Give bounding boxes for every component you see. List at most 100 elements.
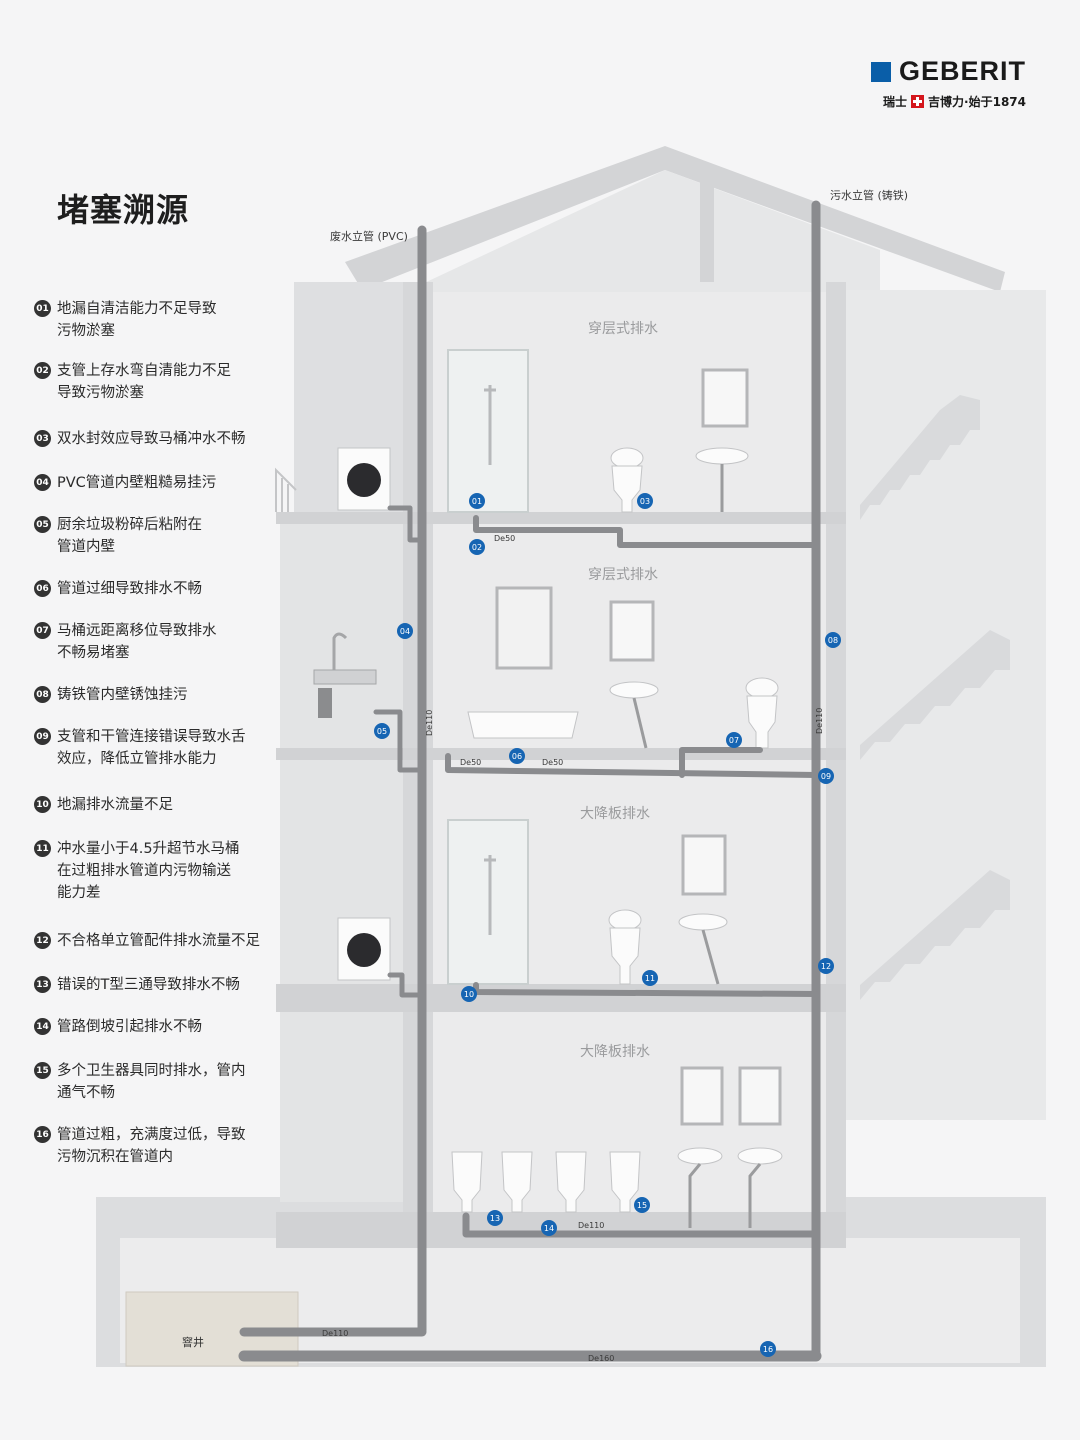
problem-marker-number: 15 <box>637 1201 647 1210</box>
cause-text-line: 管道内壁 <box>57 539 115 555</box>
mirror-f4-b <box>738 1066 782 1126</box>
cause-text-line: 地漏排水流量不足 <box>57 797 173 813</box>
branch-f3-wm <box>387 972 425 998</box>
cause-text: 地漏自清洁能力不足导致污物淤塞 <box>57 298 217 342</box>
diagram-labels: 废水立管 (PVC) 污水立管 (铸铁) 穿层式排水 穿层式排水 大降板排水 大… <box>182 188 908 1363</box>
problem-marker-circle <box>634 1197 650 1213</box>
mirror-f2 <box>609 600 655 662</box>
pit-label: 窨井 <box>182 1335 204 1349</box>
swiss-flag-icon <box>911 95 925 108</box>
soil-stack-label: 污水立管 (铸铁) <box>830 188 908 202</box>
toilet-tank-f1 <box>610 447 644 469</box>
problem-marker-number: 07 <box>729 736 739 745</box>
problem-marker-09: 09 <box>818 768 834 784</box>
problem-marker-11: 11 <box>642 970 658 986</box>
toilet-f4-3 <box>555 1151 587 1213</box>
cause-text-line: 管路倒坡引起排水不畅 <box>57 1019 202 1035</box>
cause-text: 厨余垃圾粉碎后粘附在管道内壁 <box>57 514 202 558</box>
problem-marker-circle <box>469 539 485 555</box>
cause-text-line: 马桶远距离移位导致排水 <box>57 623 217 639</box>
cause-number-badge: 10 <box>34 796 51 813</box>
cause-text-line: 污物沉积在管道内 <box>57 1149 173 1165</box>
pipe-label-de50-f2a: De50 <box>460 758 481 767</box>
problem-marker-circle <box>541 1220 557 1236</box>
cause-text-line: 厨余垃圾粉碎后粘附在 <box>57 517 202 533</box>
cause-text-line: 支管和干管连接错误导致水舌 <box>57 729 246 745</box>
problem-marker-10: 10 <box>461 986 477 1002</box>
food-disposer-f2 <box>318 688 332 718</box>
problem-marker-circle <box>637 493 653 509</box>
problem-marker-number: 09 <box>821 772 831 781</box>
problem-marker-number: 11 <box>645 974 655 983</box>
problem-marker-06: 06 <box>509 748 525 764</box>
pipe-label-de110-left: De110 <box>425 710 434 736</box>
cause-number-badge: 06 <box>34 580 51 597</box>
problem-marker-07: 07 <box>726 732 742 748</box>
washbasin-trap-f2 <box>632 697 648 749</box>
toilet-row-f4 <box>451 1151 641 1213</box>
window-f2 <box>495 586 553 670</box>
bathtub-f2 <box>467 711 579 739</box>
problem-marker-04: 04 <box>397 623 413 639</box>
washing-machine-door-f3 <box>347 933 381 967</box>
problem-marker-number: 02 <box>472 543 482 552</box>
cause-number-badge: 12 <box>34 932 51 949</box>
problem-marker-02: 02 <box>469 539 485 555</box>
cause-text-line: 在过粗排水管道内污物输送 <box>57 863 231 879</box>
cause-item: 10 地漏排水流量不足 <box>34 794 284 816</box>
pipe-label-de160-sewer: De160 <box>588 1354 614 1363</box>
cause-number-badge: 09 <box>34 728 51 745</box>
cause-text-line: 通气不畅 <box>57 1085 115 1101</box>
problem-marker-circle <box>397 623 413 639</box>
cause-text: 支管上存水弯自清能力不足导致污物淤塞 <box>57 360 231 404</box>
cause-number-badge: 08 <box>34 686 51 703</box>
cause-text-line: 地漏自清洁能力不足导致 <box>57 301 217 317</box>
cause-text-line: 双水封效应导致马桶冲水不畅 <box>57 431 246 447</box>
toilet-f4-2 <box>501 1151 533 1213</box>
problem-marker-circle <box>374 723 390 739</box>
cause-number-badge: 03 <box>34 430 51 447</box>
toilet-f4-1 <box>451 1151 483 1213</box>
cause-text: 不合格单立管配件排水流量不足 <box>57 930 260 952</box>
chimney <box>700 172 714 282</box>
problem-marker-number: 08 <box>828 636 838 645</box>
cause-text: 双水封效应导致马桶冲水不畅 <box>57 428 246 450</box>
problem-marker-03: 03 <box>637 493 653 509</box>
problem-marker-13: 13 <box>487 1210 503 1226</box>
problem-marker-16: 16 <box>760 1341 776 1357</box>
cause-text: 地漏排水流量不足 <box>57 794 173 816</box>
pipe-label-de110-right: De110 <box>815 708 824 734</box>
problem-marker-circle <box>726 732 742 748</box>
shower-head-f1 <box>484 385 496 465</box>
page-title: 堵塞溯源 <box>57 191 190 229</box>
floor-label-4: 大降板排水 <box>580 1044 650 1060</box>
cause-number-badge: 14 <box>34 1018 51 1035</box>
cause-number-badge: 16 <box>34 1126 51 1143</box>
cause-text-line: 多个卫生器具同时排水，管内 <box>57 1063 246 1079</box>
washbasin-f1 <box>695 447 749 465</box>
mirror-f1 <box>701 368 749 428</box>
branch-f1-wm <box>387 505 425 543</box>
branch-f2-main <box>445 753 819 778</box>
kitchen-sink-f2 <box>313 669 377 685</box>
cause-number-badge: 13 <box>34 976 51 993</box>
problem-marker-circle <box>760 1341 776 1357</box>
cause-item: 03 双水封效应导致马桶冲水不畅 <box>34 428 284 450</box>
mirror-f4-a <box>680 1066 724 1126</box>
cause-text: 铸铁管内壁锈蚀挂污 <box>57 684 188 706</box>
cause-text: 冲水量小于4.5升超节水马桶在过粗排水管道内污物输送能力差 <box>57 838 240 904</box>
problem-marker-01: 01 <box>469 493 485 509</box>
balcony-railing <box>275 467 297 512</box>
cause-number-badge: 11 <box>34 840 51 857</box>
right-wall <box>826 282 846 1212</box>
cause-text: 支管和干管连接错误导致水舌效应，降低立管排水能力 <box>57 726 246 770</box>
problem-marker-circle <box>818 768 834 784</box>
stairs-upper <box>860 395 980 520</box>
washbasin-f3 <box>678 913 728 931</box>
branch-f1-main <box>473 515 819 548</box>
cause-text: 管路倒坡引起排水不畅 <box>57 1016 202 1038</box>
